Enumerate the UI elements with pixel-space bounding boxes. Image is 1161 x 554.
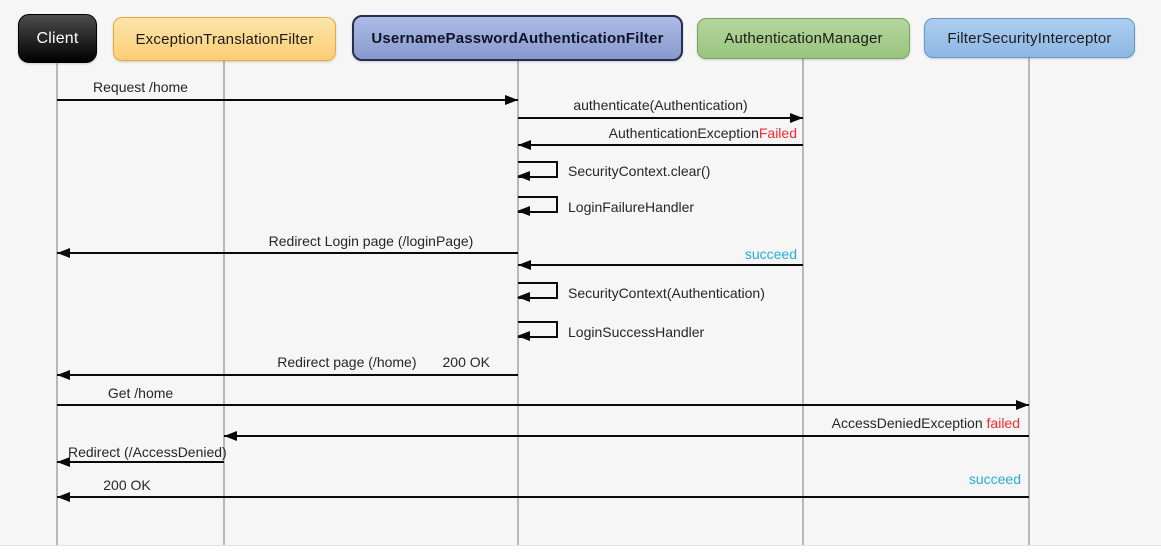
message-label-redirect-login-page: Redirect Login page (/loginPage) — [268, 233, 474, 249]
message-arrow-request-home — [57, 99, 518, 101]
arrowhead-left-icon — [57, 248, 70, 258]
message-arrow-authenticate — [518, 117, 803, 119]
message-label-succeed-auth: succeed — [744, 246, 797, 262]
arrowhead-left-icon — [57, 492, 70, 502]
actor-client: Client — [18, 14, 97, 63]
lifeline-username-password-authentication-filter — [517, 61, 519, 545]
message-arrow-authentication-exception — [518, 144, 803, 146]
message-label-security-context-clear: SecurityContext.clear() — [568, 163, 711, 179]
actor-authentication-manager-label: AuthenticationManager — [724, 30, 883, 47]
selfcall-login-failure-handler — [518, 196, 558, 213]
message-arrow-200-ok — [57, 496, 1029, 498]
message-label-succeed-access: succeed — [968, 471, 1021, 487]
exception-text: AuthenticationException — [608, 125, 759, 141]
actor-authentication-manager: AuthenticationManager — [697, 18, 910, 59]
redirect-page-text: Redirect page (/home) — [277, 354, 417, 370]
arrowhead-left-icon — [57, 370, 70, 380]
message-label-request-home: Request /home — [93, 79, 188, 95]
message-arrow-get-home — [57, 404, 1029, 406]
arrowhead-left-icon — [517, 292, 530, 302]
message-arrow-redirect-login-page — [57, 252, 518, 254]
arrowhead-left-icon — [518, 260, 531, 270]
message-label-get-home: Get /home — [107, 385, 174, 401]
arrowhead-left-icon — [57, 457, 70, 467]
actor-filter-security-interceptor-label: FilterSecurityInterceptor — [947, 29, 1112, 47]
arrowhead-right-icon — [505, 95, 518, 105]
arrowhead-left-icon — [517, 206, 530, 216]
message-label-security-context-authentication: SecurityContext(Authentication) — [568, 285, 765, 301]
exception-text: AccessDeniedException — [831, 415, 983, 431]
message-label-200-ok: 200 OK — [103, 477, 151, 493]
selfcall-security-context-authentication — [518, 282, 558, 299]
message-label-authentication-exception: AuthenticationExceptionFailed — [518, 125, 797, 142]
actor-username-password-authentication-filter-label: UsernamePasswordAuthenticationFilter — [371, 29, 664, 47]
actor-exception-translation-filter: ExceptionTranslationFilter — [113, 17, 336, 61]
actor-exception-translation-filter-label: ExceptionTranslationFilter — [135, 30, 314, 48]
message-label-login-success-handler: LoginSuccessHandler — [568, 324, 705, 340]
message-arrow-redirect-page-home — [57, 374, 518, 376]
actor-client-label: Client — [36, 29, 79, 47]
arrowhead-left-icon — [517, 171, 530, 181]
selfcall-security-context-clear — [518, 161, 558, 178]
message-arrow-access-denied-exception — [224, 435, 1029, 437]
lifeline-filter-security-interceptor — [1028, 58, 1030, 545]
arrowhead-left-icon — [517, 331, 530, 341]
lifeline-authentication-manager — [802, 59, 804, 545]
failed-text: Failed — [758, 125, 797, 141]
selfcall-login-success-handler — [518, 321, 558, 338]
bottom-margin-strip — [0, 545, 1161, 554]
message-label-redirect-page-home: Redirect page (/home) 200 OK — [224, 354, 490, 371]
lifeline-client — [56, 63, 58, 545]
arrowhead-left-icon — [224, 431, 237, 441]
message-label-authenticate: authenticate(Authentication) — [573, 97, 748, 113]
message-label-access-denied-exception: AccessDeniedException failed — [700, 415, 1020, 432]
actor-username-password-authentication-filter: UsernamePasswordAuthenticationFilter — [352, 15, 683, 61]
failed-text: failed — [986, 415, 1020, 431]
actor-filter-security-interceptor: FilterSecurityInterceptor — [924, 18, 1135, 58]
arrowhead-right-icon — [790, 113, 803, 123]
status-200-text: 200 OK — [442, 354, 490, 370]
message-label-login-failure-handler: LoginFailureHandler — [568, 199, 695, 215]
message-arrow-succeed-auth — [518, 264, 803, 266]
arrowhead-right-icon — [1016, 400, 1029, 410]
lifeline-exception-translation-filter — [223, 61, 225, 545]
message-label-redirect-access-denied: Redirect (/AccessDenied) — [68, 444, 227, 460]
arrowhead-left-icon — [518, 140, 531, 150]
message-arrow-redirect-access-denied — [57, 461, 224, 463]
